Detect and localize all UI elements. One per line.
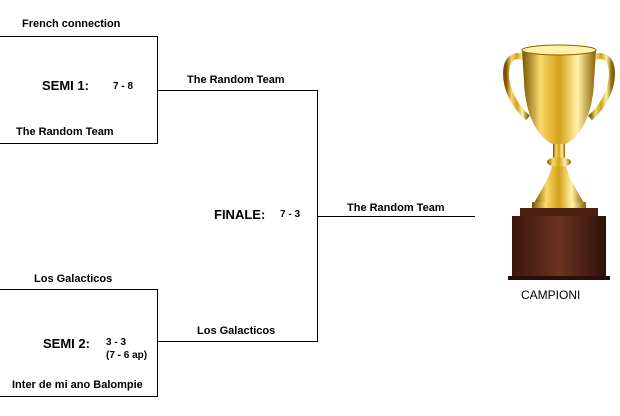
final-winner: The Random Team bbox=[347, 202, 445, 214]
semi2-top-line bbox=[0, 289, 158, 290]
semi1-score: 7 - 8 bbox=[113, 80, 133, 93]
final-label: FINALE: bbox=[214, 207, 265, 222]
semi1-top-line bbox=[0, 36, 158, 37]
semi1-winner: The Random Team bbox=[187, 74, 285, 86]
semi2-winner-line bbox=[157, 341, 318, 342]
semi1-winner-line bbox=[157, 90, 318, 91]
semi1-team-bottom: The Random Team bbox=[16, 126, 114, 138]
trophy-caption: CAMPIONI bbox=[521, 288, 580, 302]
semi2-team-bottom: Inter de mi ano Balompie bbox=[12, 379, 143, 391]
semi2-label: SEMI 2: bbox=[43, 336, 90, 351]
semi2-score: 3 - 3 bbox=[106, 336, 126, 349]
trophy-icon bbox=[498, 32, 620, 282]
semi2-bottom-line bbox=[0, 396, 158, 397]
semi1-label: SEMI 1: bbox=[42, 78, 89, 93]
semi2-winner: Los Galacticos bbox=[197, 325, 275, 337]
semi2-right-line bbox=[157, 289, 158, 397]
final-winner-line bbox=[317, 216, 475, 217]
final-score: 7 - 3 bbox=[280, 208, 300, 221]
semi1-team-top: French connection bbox=[22, 18, 120, 30]
semi1-bottom-line bbox=[0, 143, 158, 144]
semi2-team-top: Los Galacticos bbox=[34, 273, 112, 285]
semi2-score-extra: (7 - 6 ap) bbox=[106, 349, 147, 362]
